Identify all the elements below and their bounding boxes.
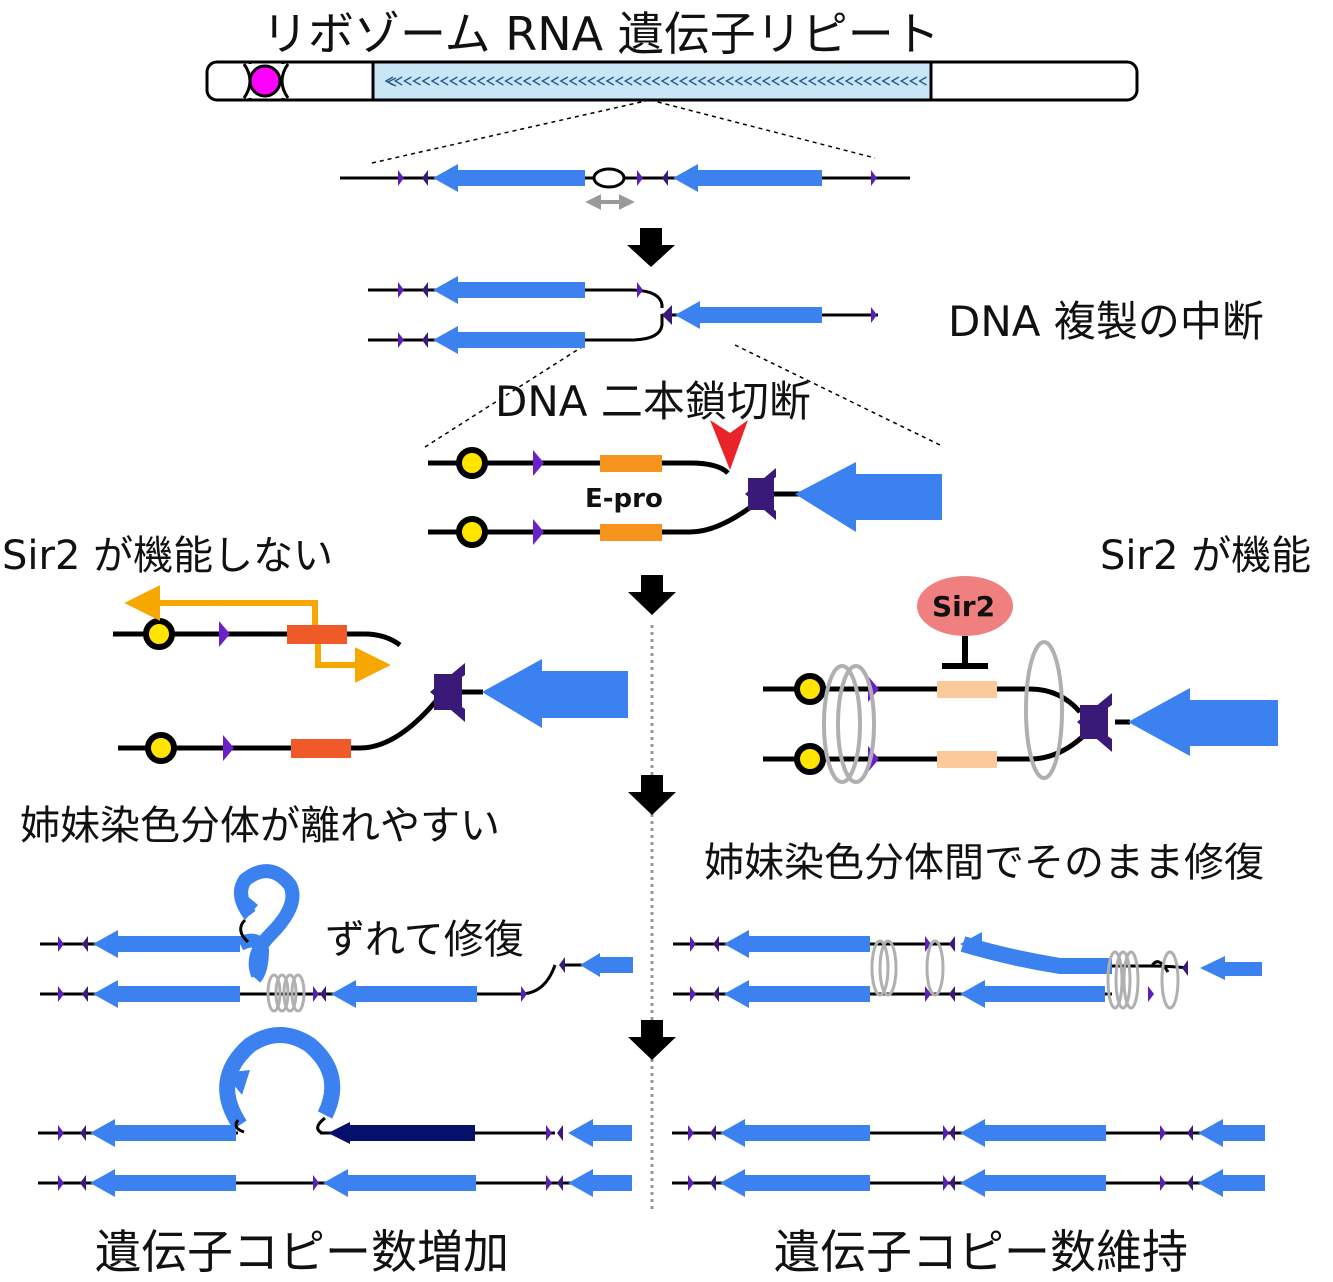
sir2-protein [917, 576, 1013, 636]
centromere [248, 64, 282, 98]
cohesin-rings [266, 973, 306, 1013]
rdna-gene [433, 164, 585, 192]
transcription-arrow-right [315, 644, 391, 683]
dsb-zoom [428, 420, 942, 548]
sir2-absent-label: Sir2 が機能しない [2, 533, 334, 579]
rdna-unit-row [340, 164, 910, 210]
sister-separate-label: 姉妹染色分体が離れやすい [20, 803, 500, 849]
sir2-protein-label: Sir2 [932, 590, 996, 623]
epro-label: E-pro [585, 484, 663, 514]
misaligned-repair-label: ずれて修復 [325, 917, 524, 963]
sister-repair-label: 姉妹染色分体間でそのまま修復 [704, 840, 1264, 886]
rdna-gene [673, 164, 822, 192]
transcription-arrow-left [124, 585, 318, 625]
replication-stall-label: DNA 複製の中断 [948, 297, 1264, 346]
aligned-repair [673, 930, 1262, 1010]
copy-increase-result [38, 1027, 632, 1197]
cohesin-rings [822, 640, 1064, 784]
cohesin-rings [870, 939, 1180, 1010]
epro-box [600, 524, 662, 541]
zoom-lines [371, 99, 941, 448]
new-gene-copy [328, 1122, 475, 1144]
copy-increase-label: 遺伝子コピー数増加 [95, 1225, 509, 1279]
misaligned-repair [40, 864, 633, 1013]
step-arrow [628, 575, 676, 1060]
dsb-label: DNA 二本鎖切断 [495, 377, 811, 426]
copy-maintain-label: 遺伝子コピー数維持 [774, 1225, 1188, 1279]
step-arrow [627, 228, 675, 267]
stalled-fork [368, 276, 878, 354]
sir2-present-label: Sir2 が機能 [1100, 533, 1312, 579]
cut-site-marker [710, 420, 748, 470]
diagram-title: リボゾーム RNA 遺伝子リピート [262, 7, 940, 61]
epro-box [600, 455, 662, 472]
replication-origin [592, 167, 626, 189]
copy-maintain-result [672, 1119, 1265, 1197]
sir2-absent-structure [113, 585, 628, 764]
chromosome [205, 60, 1139, 102]
sir2-present-structure [763, 576, 1278, 784]
